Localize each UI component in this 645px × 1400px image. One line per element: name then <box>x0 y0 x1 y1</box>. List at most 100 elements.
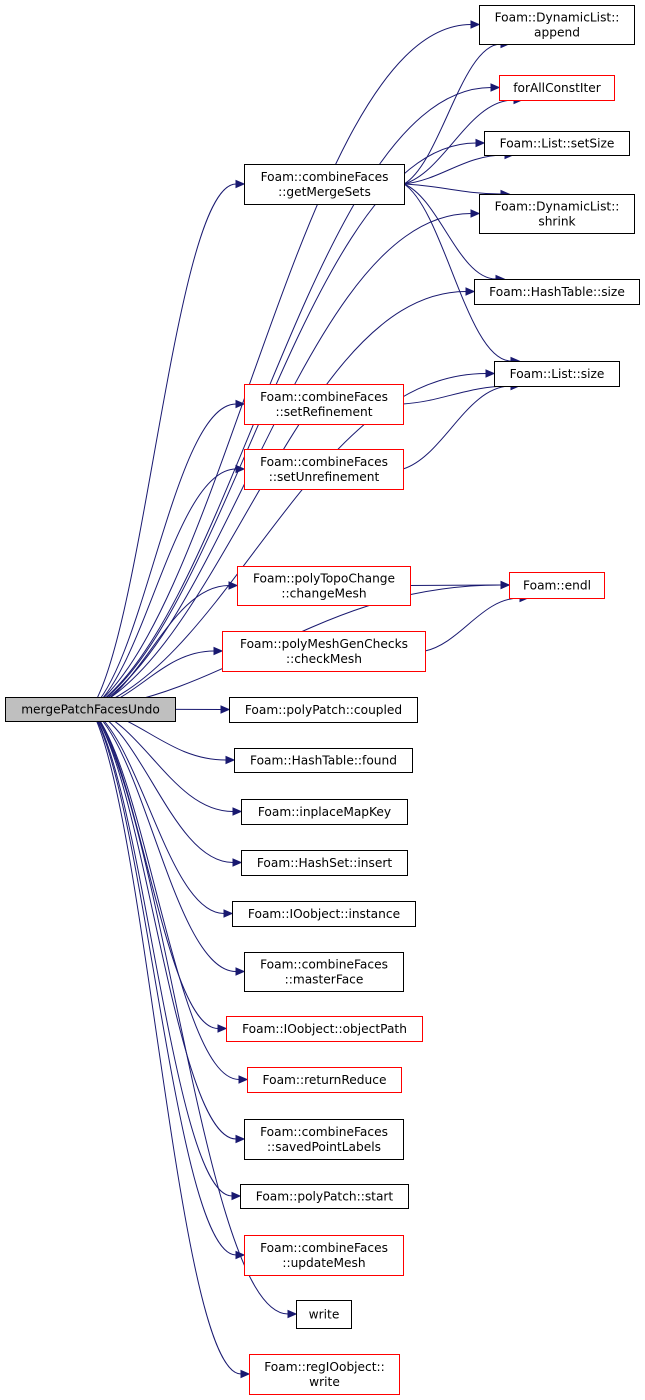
edge-setunrefinement-to-list_size <box>402 381 521 470</box>
node-label: Foam::inplaceMapKey <box>258 805 391 819</box>
node-box <box>479 194 635 234</box>
edge-root-to-returnreduce <box>90 708 249 1084</box>
call-graph-edges <box>90 20 530 1379</box>
node-getmergesets[interactable]: Foam::combineFaces::getMergeSets <box>244 164 405 205</box>
node-box <box>240 1184 409 1209</box>
node-label: Foam::HashSet::insert <box>257 856 392 870</box>
node-dl-append[interactable]: Foam::DynamicList::append <box>479 5 635 45</box>
node-label: Foam::HashTable::size <box>489 285 625 299</box>
node-setunrefinement[interactable]: Foam::combineFaces::setUnrefinement <box>244 449 404 490</box>
node-label: Foam::List::size <box>510 367 605 381</box>
node-box <box>244 1235 404 1276</box>
node-hs-insert[interactable]: Foam::HashSet::insert <box>241 850 408 876</box>
call-graph-nodes: mergePatchFacesUndo Foam::DynamicList::ap… <box>5 5 640 1395</box>
node-list-setsize[interactable]: Foam::List::setSize <box>484 131 630 156</box>
node-label: Foam::List::setSize <box>500 137 615 151</box>
node-forall[interactable]: forAllConstIter <box>499 75 615 101</box>
node-label: ::masterFace <box>285 973 364 987</box>
edge-root-to-updatemesh <box>90 708 246 1260</box>
node-write[interactable]: write <box>296 1300 352 1329</box>
edge-root-to-setunrefinement <box>90 464 246 710</box>
edge-root-to-getmergesets <box>90 179 246 710</box>
node-label: Foam::polyTopoChange <box>253 572 395 586</box>
node-label: write <box>309 1375 340 1389</box>
node-regio-write[interactable]: Foam::regIOobject::write <box>249 1354 400 1395</box>
node-box <box>222 631 426 672</box>
node-box <box>229 697 418 723</box>
edge-root-to-forall <box>90 83 501 710</box>
node-changemesh[interactable]: Foam::polyTopoChange::changeMesh <box>237 566 411 606</box>
node-box <box>226 1016 423 1042</box>
edge-root-to-write <box>90 708 298 1319</box>
node-box <box>5 697 176 722</box>
node-inplacemapkey[interactable]: Foam::inplaceMapKey <box>241 799 408 825</box>
node-setrefinement[interactable]: Foam::combineFaces::setRefinement <box>244 384 404 425</box>
edge-root-to-hs_insert <box>90 708 243 867</box>
edge-checkmesh-to-endl <box>424 593 530 652</box>
node-label: Foam::HashTable::found <box>250 754 397 768</box>
node-label: Foam::IOobject::objectPath <box>242 1022 407 1036</box>
edge-root-to-regio_write <box>90 708 251 1379</box>
edge-root-to-savedpointlabels <box>90 708 246 1144</box>
node-endl[interactable]: Foam::endl <box>509 572 605 599</box>
node-updatemesh[interactable]: Foam::combineFaces::updateMesh <box>244 1235 404 1276</box>
node-label: Foam::polyMeshGenChecks <box>240 637 408 651</box>
edge-root-to-dl_shrink <box>90 209 481 710</box>
node-box <box>244 384 404 425</box>
node-label: ::changeMesh <box>281 587 366 601</box>
node-label: Foam::DynamicList:: <box>495 200 620 214</box>
node-objectpath[interactable]: Foam::IOobject::objectPath <box>226 1016 423 1042</box>
node-label: Foam::polyPatch::coupled <box>245 703 402 717</box>
node-box <box>249 1354 400 1395</box>
node-box <box>479 5 635 45</box>
node-label: Foam::endl <box>523 579 591 593</box>
node-box <box>494 361 620 387</box>
edge-root-to-instance <box>90 708 234 918</box>
node-box <box>244 1119 404 1160</box>
node-box <box>499 75 615 101</box>
node-label: Foam::combineFaces <box>260 455 388 469</box>
node-returnreduce[interactable]: Foam::returnReduce <box>247 1067 402 1093</box>
node-pp-start[interactable]: Foam::polyPatch::start <box>240 1184 409 1209</box>
node-box <box>244 952 404 992</box>
node-label: Foam::combineFaces <box>260 1125 388 1139</box>
node-box <box>241 850 408 876</box>
node-box <box>474 279 640 305</box>
edge-root-to-changemesh <box>90 581 239 710</box>
node-label: Foam::DynamicList:: <box>495 11 620 25</box>
node-label: ::setRefinement <box>275 405 372 419</box>
node-box <box>237 566 411 606</box>
node-label: ::updateMesh <box>282 1256 365 1270</box>
node-box <box>232 901 416 927</box>
node-dl-shrink[interactable]: Foam::DynamicList::shrink <box>479 194 635 234</box>
node-box <box>247 1067 402 1093</box>
node-box <box>296 1300 352 1329</box>
node-savedpointlabels[interactable]: Foam::combineFaces::savedPointLabels <box>244 1119 404 1160</box>
node-coupled[interactable]: Foam::polyPatch::coupled <box>229 697 418 723</box>
node-label: mergePatchFacesUndo <box>21 703 160 717</box>
node-checkmesh[interactable]: Foam::polyMeshGenChecks::checkMesh <box>222 631 426 672</box>
node-label: append <box>534 26 580 40</box>
node-instance[interactable]: Foam::IOobject::instance <box>232 901 416 927</box>
node-label: ::savedPointLabels <box>267 1140 381 1154</box>
node-ht-size[interactable]: Foam::HashTable::size <box>474 279 640 305</box>
node-box <box>484 131 630 156</box>
node-label: Foam::regIOobject:: <box>264 1360 385 1374</box>
node-label: Foam::polyPatch::start <box>256 1190 394 1204</box>
node-masterface[interactable]: Foam::combineFaces::masterFace <box>244 952 404 992</box>
node-root[interactable]: mergePatchFacesUndo <box>5 697 176 722</box>
edge-changemesh-to-endl <box>409 580 511 590</box>
node-label: Foam::combineFaces <box>260 390 388 404</box>
node-label: forAllConstIter <box>513 81 602 95</box>
node-label: write <box>309 1308 340 1322</box>
node-list-size[interactable]: Foam::List::size <box>494 361 620 387</box>
node-found[interactable]: Foam::HashTable::found <box>234 748 413 773</box>
edge-root-to-masterface <box>90 708 246 976</box>
node-label: Foam::IOobject::instance <box>248 907 400 921</box>
node-box <box>234 748 413 773</box>
edge-getmergesets-to-dl_append <box>403 39 511 185</box>
edge-root-to-list_size <box>90 369 496 710</box>
node-label: Foam::combineFaces <box>260 958 388 972</box>
node-label: ::checkMesh <box>286 652 362 666</box>
